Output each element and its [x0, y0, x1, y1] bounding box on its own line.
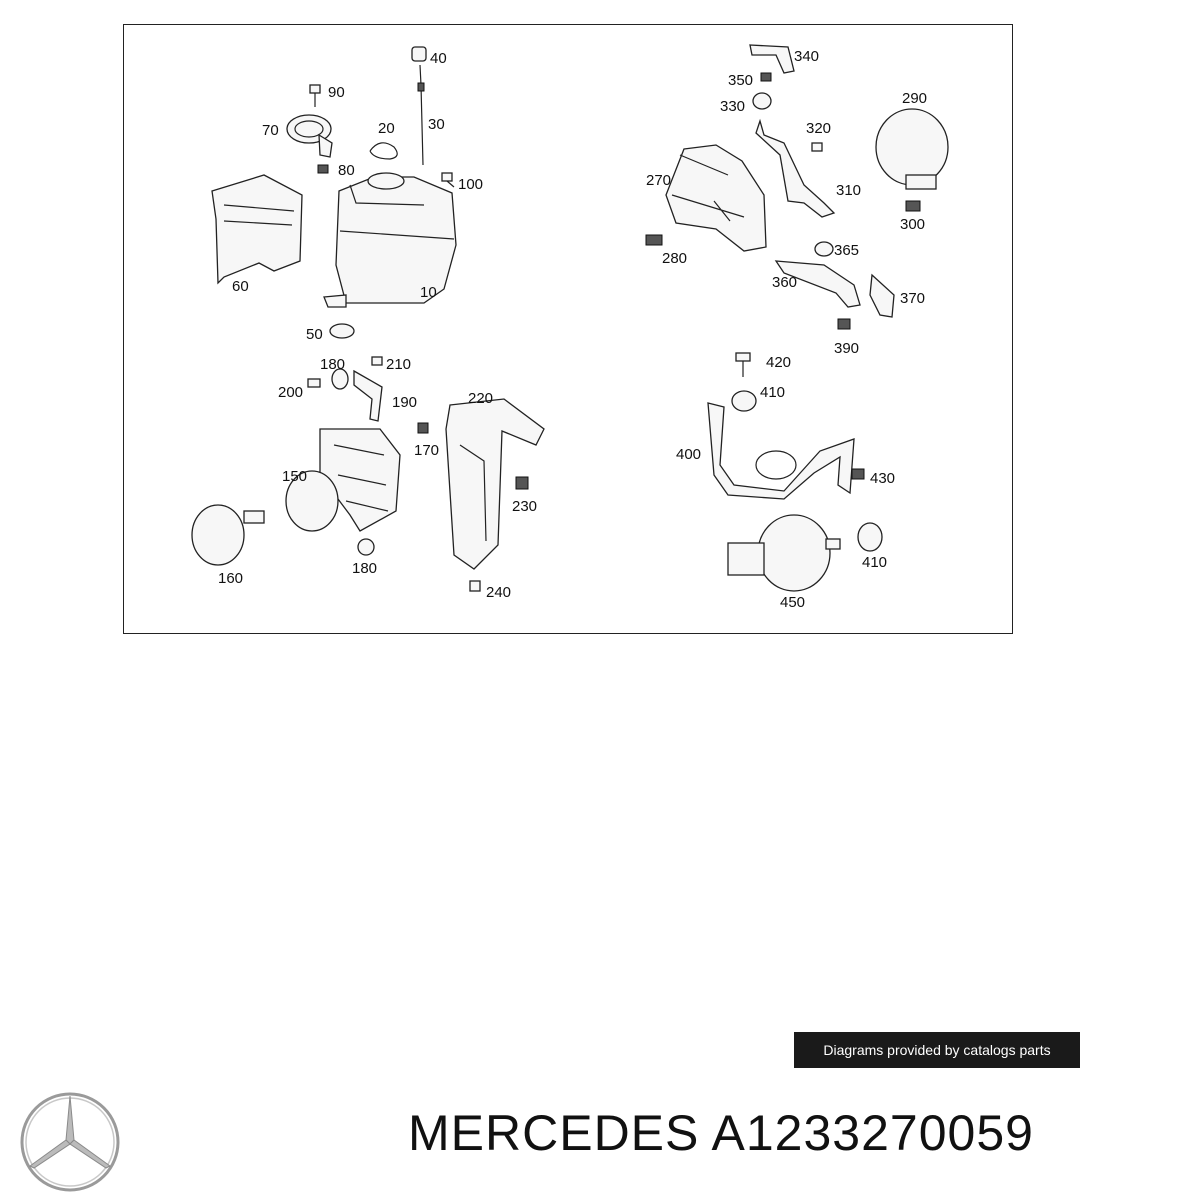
label-30: 30 — [428, 116, 445, 133]
label-60: 60 — [232, 278, 249, 295]
part-60-shield — [211, 174, 303, 285]
part-400-bracket — [707, 402, 855, 500]
label-210: 210 — [386, 356, 411, 373]
part-50-grommet — [329, 323, 355, 339]
label-410-top: 410 — [760, 384, 785, 401]
part-270-pump — [665, 144, 767, 252]
label-10: 10 — [420, 284, 437, 301]
part-350-bolt — [760, 72, 772, 82]
parts-diagram: 40 90 30 70 20 80 100 60 10 50 340 350 3… — [123, 24, 1013, 634]
label-410-bottom: 410 — [862, 554, 887, 571]
part-280-sensor — [645, 234, 663, 246]
part-190-bracket — [353, 369, 383, 422]
label-320: 320 — [806, 120, 831, 137]
product-title: MERCEDES A1233270059 — [408, 1104, 1034, 1162]
part-360-bracket — [774, 260, 861, 308]
label-240: 240 — [486, 584, 511, 601]
label-220: 220 — [468, 390, 493, 407]
label-360: 360 — [772, 274, 797, 291]
part-180-bushing-bottom — [357, 538, 375, 556]
label-350: 350 — [728, 72, 753, 89]
part-180-bushing-top — [331, 368, 349, 390]
label-290: 290 — [902, 90, 927, 107]
label-70: 70 — [262, 122, 279, 139]
label-80: 80 — [338, 162, 355, 179]
three-pointed-star-icon — [20, 1092, 120, 1192]
label-170: 170 — [414, 442, 439, 459]
part-80-nut — [317, 164, 329, 174]
label-180-bottom: 180 — [352, 560, 377, 577]
part-240-bolt — [469, 580, 481, 592]
part-160-accumulator — [191, 504, 245, 566]
part-20-clip — [369, 142, 398, 160]
label-90: 90 — [328, 84, 345, 101]
part-320-bolt — [811, 142, 823, 152]
part-310-bracket — [755, 118, 836, 218]
part-370-plate — [869, 273, 895, 318]
label-150: 150 — [282, 468, 307, 485]
part-290-accumulator — [875, 108, 949, 186]
label-160: 160 — [218, 570, 243, 587]
label-230: 230 — [512, 498, 537, 515]
label-300: 300 — [900, 216, 925, 233]
brand-name: MERCEDES — [408, 1105, 700, 1161]
label-400: 400 — [676, 446, 701, 463]
label-40: 40 — [430, 50, 447, 67]
credit-banner: Diagrams provided by catalogs parts — [794, 1032, 1080, 1068]
label-270: 270 — [646, 172, 671, 189]
label-50: 50 — [306, 326, 323, 343]
part-420-bolt — [735, 352, 751, 362]
label-190: 190 — [392, 394, 417, 411]
part-90-bolt — [309, 84, 321, 94]
part-410-grommet-top — [731, 390, 757, 412]
label-390: 390 — [834, 340, 859, 357]
part-365-cap — [814, 241, 834, 257]
part-430-nut — [851, 468, 865, 480]
part-210-bolt — [371, 356, 383, 366]
label-365: 365 — [834, 242, 859, 259]
label-310: 310 — [836, 182, 861, 199]
part-100-bolt — [441, 172, 453, 182]
part-220-bracket — [445, 398, 545, 570]
label-430: 430 — [870, 470, 895, 487]
part-390-nut — [837, 318, 851, 330]
label-420: 420 — [766, 354, 791, 371]
part-200-bolt — [307, 378, 321, 388]
part-330-grommet — [752, 92, 772, 110]
label-100: 100 — [458, 176, 483, 193]
part-number: A1233270059 — [711, 1105, 1034, 1161]
label-370: 370 — [900, 290, 925, 307]
label-280: 280 — [662, 250, 687, 267]
label-340: 340 — [794, 48, 819, 65]
parts-diagram-drawing: 40 90 30 70 20 80 100 60 10 50 340 350 3… — [191, 44, 949, 611]
label-20: 20 — [378, 120, 395, 137]
part-300-nut — [905, 200, 921, 212]
part-410-grommet-bottom — [857, 522, 883, 552]
part-340-bracket — [749, 44, 795, 74]
part-30-dipstick — [419, 64, 424, 166]
part-450-sphere — [757, 514, 831, 592]
label-180-top: 180 — [320, 356, 345, 373]
part-40-cap — [411, 46, 427, 62]
part-230-nut — [515, 476, 529, 490]
part-170-bolt — [417, 422, 429, 434]
label-450: 450 — [780, 594, 805, 611]
label-200: 200 — [278, 384, 303, 401]
label-330: 330 — [720, 98, 745, 115]
